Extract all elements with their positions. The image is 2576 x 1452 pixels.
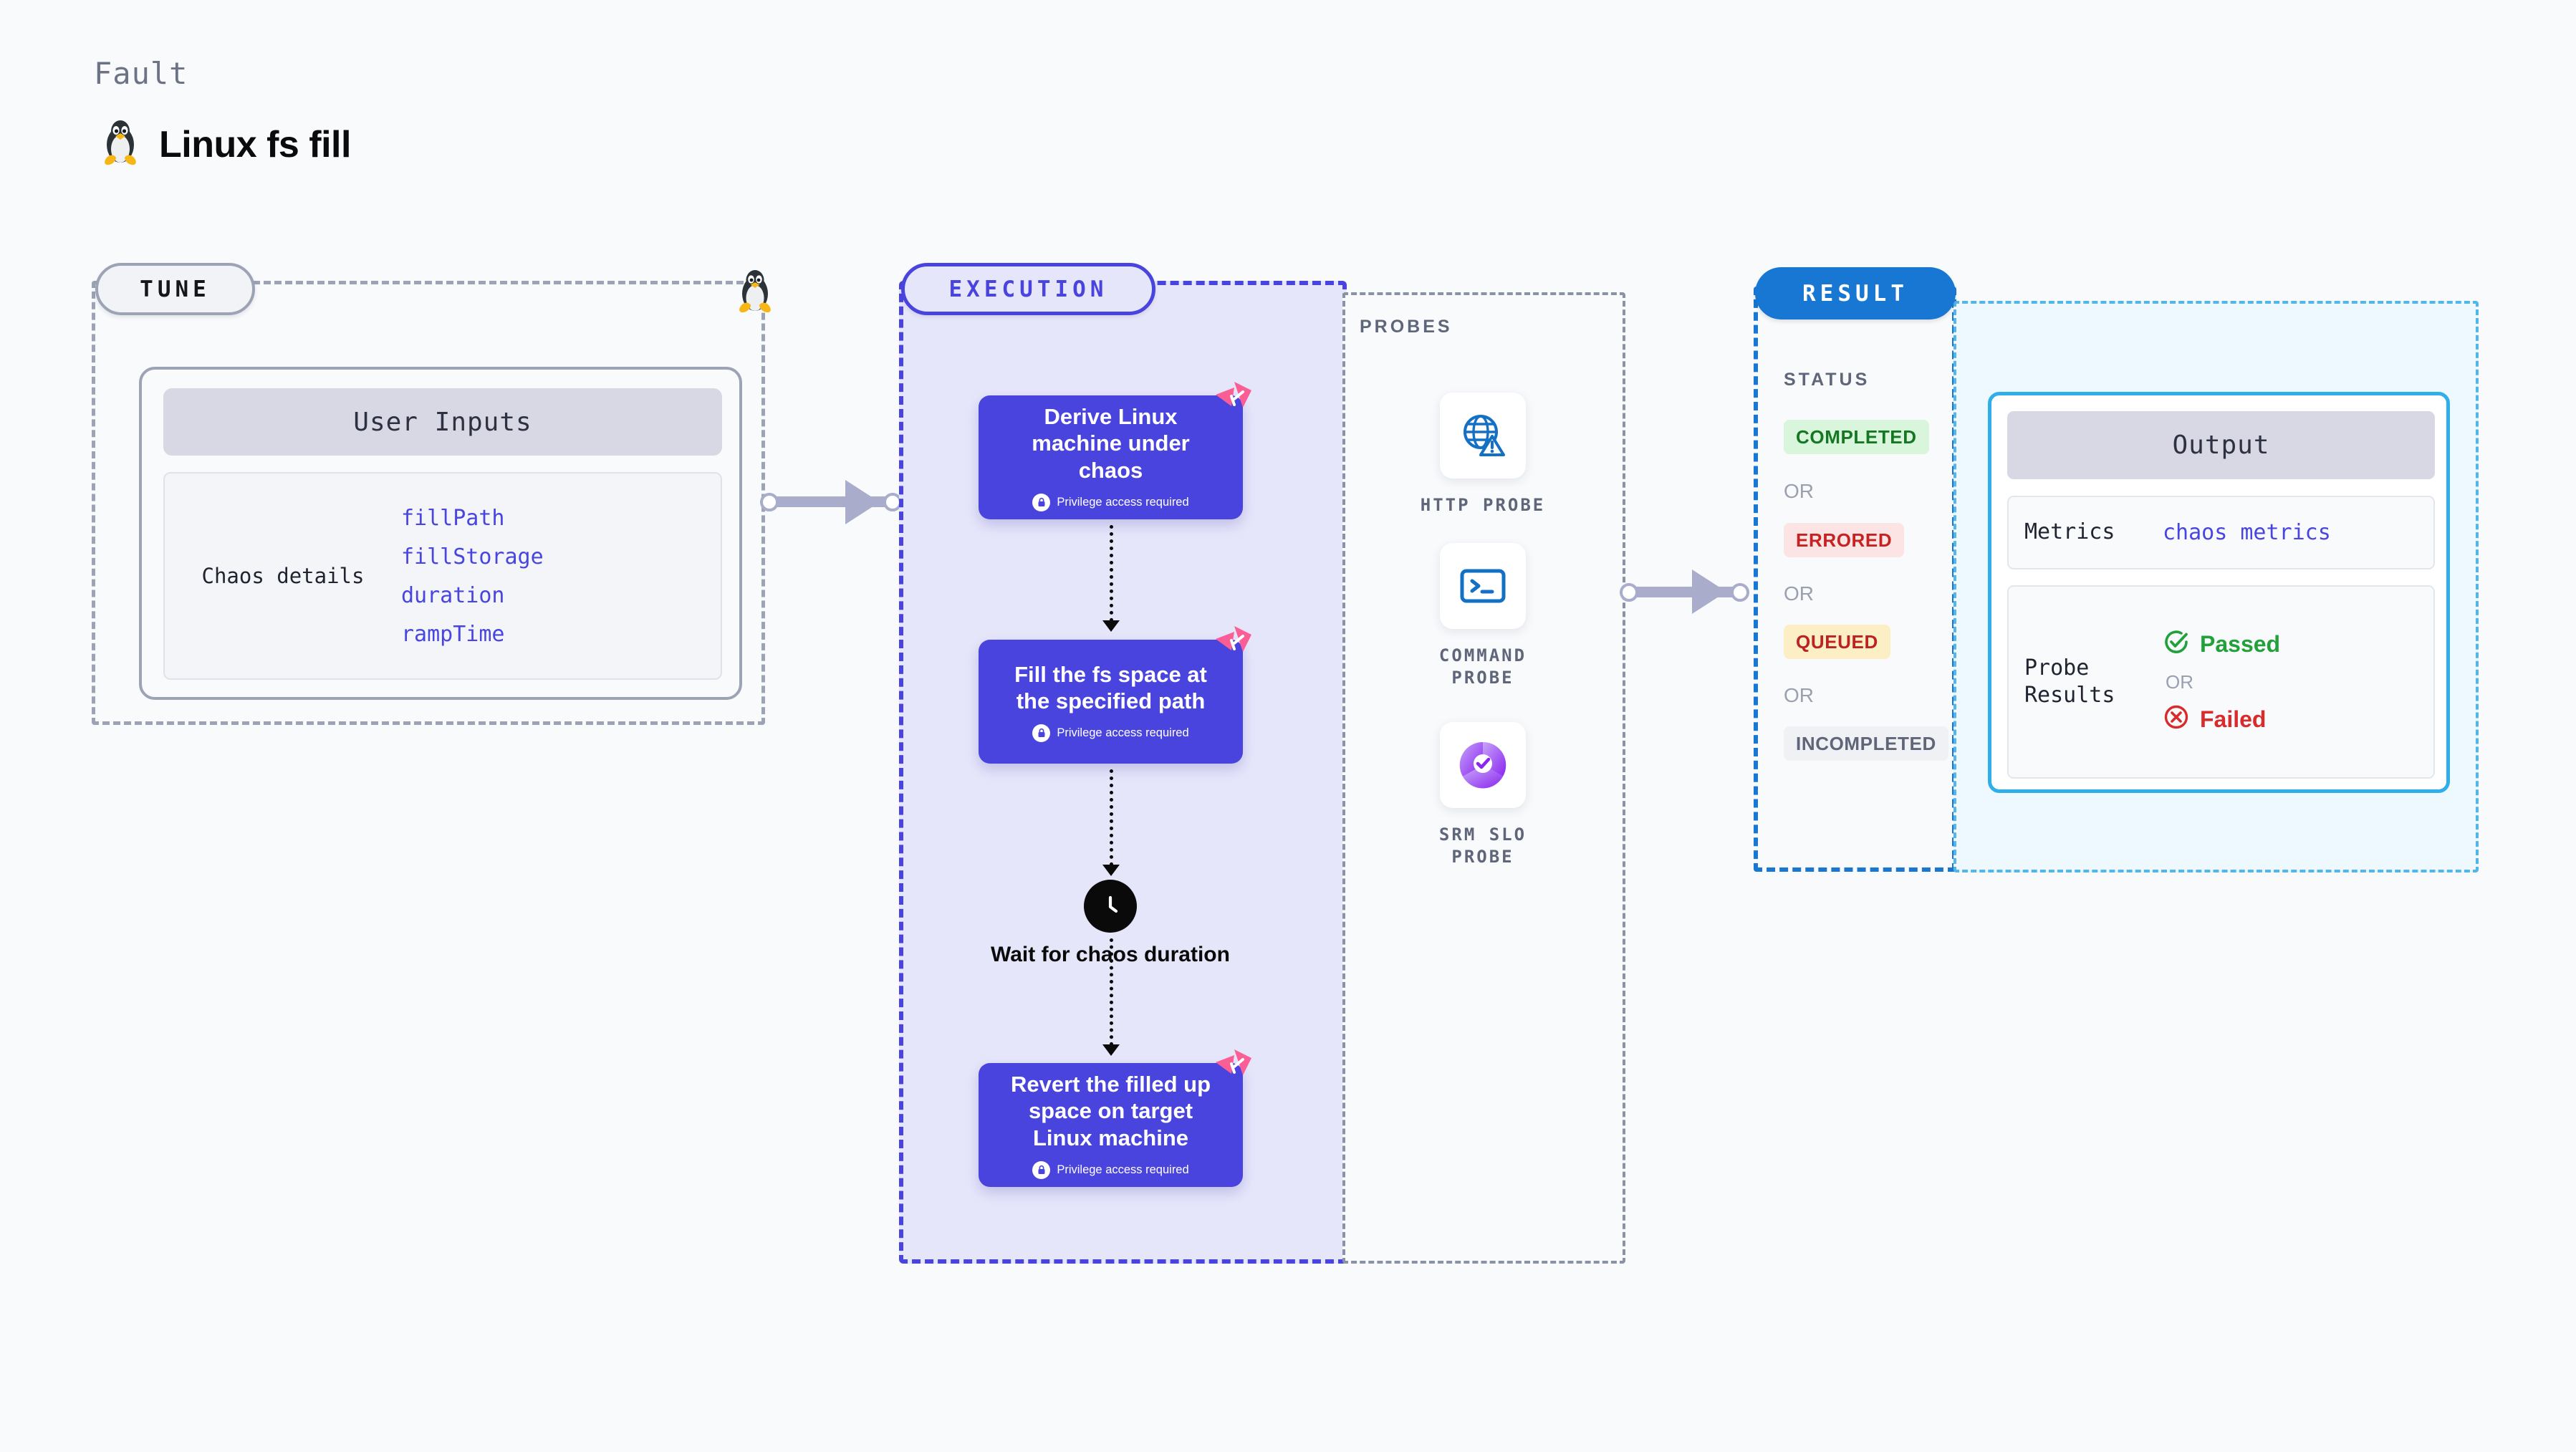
probe-results-values: Passed OR Failed: [2163, 628, 2280, 736]
chaos-flag-icon: [1213, 1048, 1254, 1087]
linux-penguin-icon: [732, 269, 778, 314]
status-or-label: OR: [1784, 480, 1814, 502]
output-row-probe-results: Probe Results Passed OR: [2007, 585, 2435, 779]
probes-label: PROBES: [1360, 317, 1453, 337]
connector-start-dot: [760, 493, 779, 511]
result-status-region: [1754, 287, 1956, 872]
step-title: Fill the fs space at the specified path: [1014, 661, 1207, 713]
privilege-note-text: Privilege access required: [1057, 726, 1189, 740]
probe-name: HTTP PROBE: [1420, 495, 1546, 515]
param-ramptime[interactable]: rampTime: [401, 621, 505, 647]
param-fillpath[interactable]: fillPath: [401, 505, 505, 531]
status-or-label: OR: [1784, 582, 1814, 605]
page-kicker: Fault: [94, 56, 188, 91]
status-badge-errored: ERRORED: [1784, 523, 1905, 557]
probe-result-or-label: OR: [2166, 670, 2193, 693]
failed-label: Failed: [2200, 706, 2267, 732]
execution-step-card[interactable]: Derive Linux machine under chaos Privile…: [979, 395, 1243, 519]
flow-connector-line: [1110, 525, 1113, 622]
flow-arrow-head: [1102, 865, 1120, 876]
param-duration[interactable]: duration: [401, 582, 505, 608]
privilege-note: Privilege access required: [1032, 493, 1189, 511]
flow-arrow-head: [1102, 1044, 1120, 1056]
slo-check-icon: [1440, 722, 1526, 808]
clock-icon: [1084, 880, 1137, 933]
step-title: Revert the filled up space on target Lin…: [1010, 1072, 1211, 1150]
status-badge-queued: QUEUED: [1784, 625, 1890, 659]
probe-name: COMMAND PROBE: [1438, 645, 1527, 688]
x-circle-icon: [2163, 703, 2190, 736]
check-circle-icon: [2163, 628, 2190, 661]
status-badge-incompleted: INCOMPLETED: [1784, 726, 1948, 761]
probe-item-http[interactable]: HTTP PROBE: [1411, 393, 1554, 516]
passed-label: Passed: [2200, 631, 2281, 657]
lock-icon: [1032, 1160, 1051, 1179]
status-label: STATUS: [1784, 370, 1870, 390]
probe-result-passed: Passed: [2163, 628, 2280, 661]
lock-icon: [1032, 724, 1051, 743]
result-badge[interactable]: RESULT: [1755, 267, 1956, 319]
linux-penguin-icon: [100, 119, 140, 170]
output-card: Output Metrics chaos metrics Probe Resul…: [1988, 392, 2450, 793]
connector-start-dot: [1620, 583, 1638, 602]
page-title-row: Linux fs fill: [100, 119, 351, 170]
chaos-details-label: Chaos details: [201, 564, 365, 588]
chaos-flag-icon: [1213, 380, 1254, 419]
flow-connector-line: [1110, 769, 1113, 866]
globe-warning-icon: [1440, 393, 1526, 479]
user-inputs-card: User Inputs Chaos details fillPath fillS…: [139, 367, 742, 700]
privilege-note-text: Privilege access required: [1057, 495, 1189, 509]
execution-step-card[interactable]: Fill the fs space at the specified path …: [979, 640, 1243, 764]
privilege-note-text: Privilege access required: [1057, 1163, 1189, 1176]
user-inputs-title: User Inputs: [163, 388, 722, 456]
status-or-label: OR: [1784, 684, 1814, 706]
flow-arrow-head: [1102, 620, 1120, 632]
metrics-value[interactable]: chaos metrics: [2163, 520, 2331, 545]
lock-icon: [1032, 493, 1051, 511]
chaos-flag-icon: [1213, 625, 1254, 663]
flow-connector-line: [1110, 938, 1113, 1046]
execution-step-card[interactable]: Revert the filled up space on target Lin…: [979, 1063, 1243, 1187]
connector-end-dot: [1731, 583, 1749, 602]
terminal-icon: [1440, 543, 1526, 629]
status-badge-completed: COMPLETED: [1784, 420, 1929, 454]
privilege-note: Privilege access required: [1032, 1160, 1189, 1179]
page-title: Linux fs fill: [159, 123, 351, 165]
metrics-key: Metrics: [2024, 519, 2115, 545]
tune-badge[interactable]: TUNE: [95, 263, 255, 315]
probe-item-command[interactable]: COMMAND PROBE: [1411, 543, 1554, 688]
chaos-details-block: Chaos details fillPath fillStorage durat…: [163, 472, 722, 680]
chaos-details-params: fillPath fillStorage duration rampTime: [401, 506, 544, 647]
param-fillstorage[interactable]: fillStorage: [401, 544, 544, 569]
probe-item-srm-slo[interactable]: SRM SLO PROBE: [1411, 722, 1554, 867]
execution-badge[interactable]: EXECUTION: [901, 263, 1155, 315]
probe-results-key: Probe Results: [2024, 655, 2115, 708]
probe-result-failed: Failed: [2163, 703, 2280, 736]
step-title: Derive Linux machine under chaos: [1032, 404, 1190, 483]
output-row-metrics: Metrics chaos metrics: [2007, 496, 2435, 569]
privilege-note: Privilege access required: [1032, 724, 1189, 743]
probe-name: SRM SLO PROBE: [1438, 824, 1527, 867]
output-title: Output: [2007, 411, 2435, 479]
